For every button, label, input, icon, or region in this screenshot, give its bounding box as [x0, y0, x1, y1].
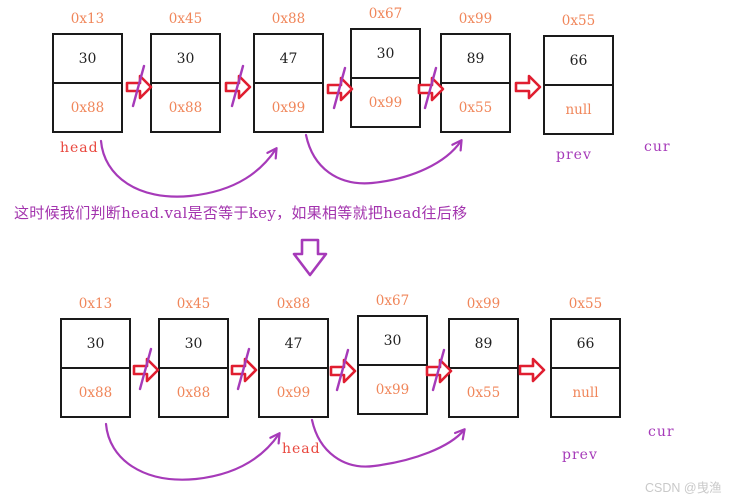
node-box: 30 0x99 [350, 28, 421, 128]
node-address: 0x67 [368, 6, 403, 22]
node-value: 66 [545, 37, 612, 86]
node-value: 30 [62, 320, 129, 369]
list-node: 0x88 47 0x99 [253, 10, 324, 133]
list-node: 0x13 30 0x88 [52, 10, 123, 133]
node-value: 30 [54, 35, 121, 84]
node-next-pointer: 0x99 [276, 384, 311, 401]
step-down-arrow-icon [292, 238, 328, 277]
node-address: 0x45 [168, 11, 203, 27]
node-address: 0x67 [375, 293, 410, 309]
list-node: 0x13 30 0x88 [60, 295, 131, 418]
next-pointer-arrow-icon [517, 355, 547, 385]
list-node: 0x55 66 null [543, 12, 614, 135]
node-value: 30 [160, 320, 227, 369]
node-next-pointer: 0x55 [458, 99, 493, 116]
head-pointer-label: head [282, 441, 321, 457]
node-box: 47 0x99 [253, 33, 324, 133]
node-next-pointer: 0x99 [368, 94, 403, 111]
list-node: 0x99 89 0x55 [448, 295, 519, 418]
node-address: 0x99 [466, 296, 501, 312]
csdn-watermark: CSDN @曳渔 [645, 481, 722, 495]
node-value: 66 [552, 320, 619, 369]
node-address: 0x13 [70, 11, 105, 27]
node-box: 66 null [550, 318, 621, 418]
skip-curve-bottom-1 [104, 422, 281, 481]
next-pointer-arrow-icon [416, 66, 446, 110]
node-address: 0x55 [561, 13, 596, 29]
skip-curve-top-1 [99, 139, 278, 198]
node-next-pointer: 0x99 [375, 381, 410, 398]
cur-pointer-label: cur [648, 424, 675, 440]
node-box: 30 0x88 [150, 33, 221, 133]
node-value: 89 [450, 320, 517, 369]
list-node: 0x45 30 0x88 [158, 295, 229, 418]
node-next-pointer: 0x88 [78, 384, 113, 401]
next-pointer-arrow-icon [229, 347, 259, 391]
node-next-pointer: null [572, 384, 599, 401]
list-node: 0x45 30 0x88 [150, 10, 221, 133]
node-box: 30 0x88 [60, 318, 131, 418]
node-address: 0x45 [176, 296, 211, 312]
node-next-pointer: 0x88 [168, 99, 203, 116]
next-pointer-arrow-icon [424, 348, 454, 392]
node-address: 0x55 [568, 296, 603, 312]
cur-pointer-label: cur [644, 139, 671, 155]
node-address: 0x13 [78, 296, 113, 312]
node-box: 30 0x99 [357, 315, 428, 415]
node-next-pointer: 0x88 [176, 384, 211, 401]
skip-curve-top-2 [304, 133, 463, 185]
next-pointer-arrow-icon [131, 347, 161, 391]
list-node: 0x55 66 null [550, 295, 621, 418]
node-box: 30 0x88 [158, 318, 229, 418]
head-pointer-label: head [60, 140, 99, 156]
node-box: 89 0x55 [448, 318, 519, 418]
node-next-pointer: 0x88 [70, 99, 105, 116]
node-box: 47 0x99 [258, 318, 329, 418]
list-node: 0x88 47 0x99 [258, 295, 329, 418]
next-pointer-arrow-icon [513, 72, 543, 102]
next-pointer-arrow-icon [328, 348, 358, 392]
skip-curve-bottom-2 [310, 418, 466, 468]
node-address: 0x88 [271, 11, 306, 27]
list-node: 0x99 89 0x55 [440, 10, 511, 133]
node-next-pointer: 0x99 [271, 99, 306, 116]
node-address: 0x88 [276, 296, 311, 312]
list-node: 0x67 30 0x99 [357, 292, 428, 415]
node-value: 30 [152, 35, 219, 84]
node-value: 89 [442, 35, 509, 84]
node-box: 30 0x88 [52, 33, 123, 133]
node-value: 30 [352, 30, 419, 79]
node-next-pointer: 0x55 [466, 384, 501, 401]
node-box: 66 null [543, 35, 614, 135]
node-address: 0x99 [458, 11, 493, 27]
node-next-pointer: null [565, 101, 592, 118]
node-value: 47 [255, 35, 322, 84]
prev-pointer-label: prev [556, 147, 592, 163]
next-pointer-arrow-icon [223, 64, 253, 108]
list-node: 0x67 30 0x99 [350, 5, 421, 128]
node-box: 89 0x55 [440, 33, 511, 133]
next-pointer-arrow-icon [124, 64, 154, 108]
explanation-caption: 这时候我们判断head.val是否等于key，如果相等就把head往后移 [14, 204, 468, 222]
node-value: 30 [359, 317, 426, 366]
node-value: 47 [260, 320, 327, 369]
next-pointer-arrow-icon [325, 66, 355, 110]
prev-pointer-label: prev [562, 447, 598, 463]
